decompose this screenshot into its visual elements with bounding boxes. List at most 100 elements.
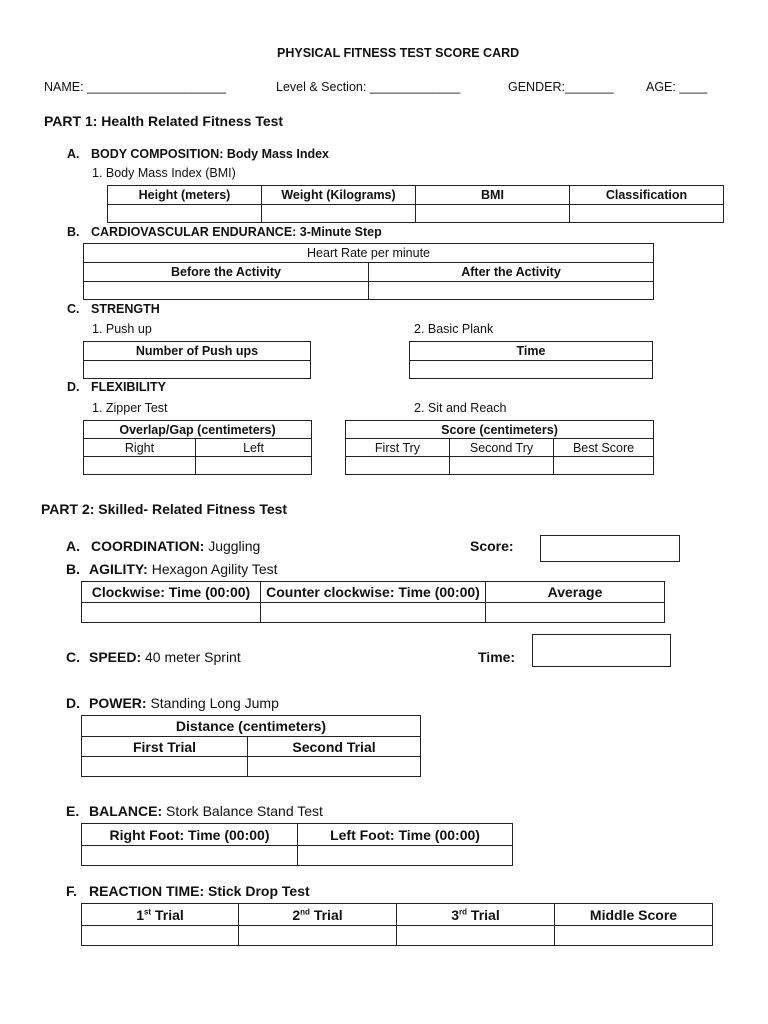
- bmi-col-height: Height (meters): [107, 185, 262, 205]
- zipper-right-cell[interactable]: [83, 456, 196, 475]
- plank-cell[interactable]: [409, 360, 653, 379]
- power-col-first: First Trial: [81, 736, 248, 757]
- heart-rate-title: Heart Rate per minute: [82, 243, 655, 263]
- heart-rate-before-cell[interactable]: [83, 281, 369, 300]
- sit-reach-second-cell[interactable]: [449, 456, 554, 475]
- balance-heading: BALANCE: Stork Balance Stand Test: [89, 803, 323, 819]
- balance-left-cell[interactable]: [297, 845, 513, 866]
- agility-counter-cell[interactable]: [260, 602, 486, 623]
- part1-title: PART 1: Health Related Fitness Test: [44, 113, 284, 129]
- name-label: NAME: ____________________: [44, 80, 227, 94]
- balance-col-right: Right Foot: Time (00:00): [81, 823, 298, 846]
- pushup-subheading: 1. Push up: [92, 322, 152, 336]
- sit-reach-first-cell[interactable]: [345, 456, 450, 475]
- agility-table: Clockwise: Time (00:00) Counter clockwis…: [81, 581, 665, 623]
- pushup-col: Number of Push ups: [83, 341, 311, 361]
- sit-reach-subheading: 2. Sit and Reach: [414, 401, 507, 415]
- power-second-cell[interactable]: [246, 756, 422, 777]
- bmi-col-weight: Weight (Kilograms): [261, 185, 416, 205]
- reaction-table: 1st Trial 2nd Trial 3rd Trial Middle Sco…: [81, 903, 713, 946]
- plank-table: Time: [409, 341, 653, 379]
- zipper-col-left: Left: [195, 438, 312, 457]
- pushup-cell[interactable]: [83, 360, 311, 379]
- reaction-second-cell[interactable]: [238, 925, 397, 946]
- reaction-third-cell[interactable]: [396, 925, 555, 946]
- heart-rate-col-before: Before the Activity: [83, 262, 369, 282]
- plank-col: Time: [409, 341, 653, 361]
- zipper-subheading: 1. Zipper Test: [92, 401, 168, 415]
- reaction-first-cell[interactable]: [81, 925, 239, 946]
- sit-reach-title: Score (centimeters): [344, 420, 655, 439]
- cardio-heading: CARDIOVASCULAR ENDURANCE: 3-Minute Step: [91, 225, 382, 239]
- balance-right-cell[interactable]: [81, 845, 298, 866]
- bmi-col-classification: Classification: [569, 185, 724, 205]
- gender-blank[interactable]: _______: [564, 80, 614, 94]
- speed-time-box[interactable]: [532, 634, 671, 667]
- bmi-subheading: 1. Body Mass Index (BMI): [92, 166, 236, 180]
- agility-col-counter: Counter clockwise: Time (00:00): [260, 581, 486, 603]
- reaction-col-third: 3rd Trial: [396, 903, 555, 926]
- balance-col-left: Left Foot: Time (00:00): [297, 823, 513, 846]
- sit-reach-col-second: Second Try: [449, 438, 554, 457]
- zipper-table: Overlap/Gap (centimeters) Right Left: [83, 420, 312, 475]
- bmi-classification-cell[interactable]: [569, 204, 724, 223]
- level-section-blank[interactable]: _____________: [369, 80, 461, 94]
- balance-table: Right Foot: Time (00:00) Left Foot: Time…: [81, 823, 513, 866]
- speed-time-label: Time:: [478, 649, 516, 665]
- agility-col-clockwise: Clockwise: Time (00:00): [81, 581, 261, 603]
- part2-title: PART 2: Skilled- Related Fitness Test: [41, 501, 288, 517]
- reaction-col-middle: Middle Score: [554, 903, 713, 926]
- part2-e-letter: E.: [66, 803, 80, 819]
- flexibility-heading: FLEXIBILITY: [91, 380, 166, 394]
- zipper-title: Overlap/Gap (centimeters): [83, 420, 312, 439]
- pushup-table: Number of Push ups: [83, 341, 311, 379]
- part1-a-letter: A.: [67, 147, 80, 161]
- level-section-label: Level & Section: _____________: [276, 80, 461, 94]
- zipper-col-right: Right: [83, 438, 196, 457]
- speed-heading: SPEED: 40 meter Sprint: [89, 649, 241, 665]
- reaction-col-second: 2nd Trial: [238, 903, 397, 926]
- power-first-cell[interactable]: [81, 756, 248, 777]
- part2-f-letter: F.: [66, 883, 77, 899]
- agility-average-cell[interactable]: [485, 602, 665, 623]
- bmi-value-cell[interactable]: [415, 204, 570, 223]
- plank-subheading: 2. Basic Plank: [414, 322, 494, 336]
- part1-b-letter: B.: [67, 225, 80, 239]
- coordination-heading: COORDINATION: Juggling: [91, 538, 261, 554]
- age-blank[interactable]: ____: [679, 80, 708, 94]
- page-title: PHYSICAL FITNESS TEST SCORE CARD: [277, 46, 520, 60]
- gender-label: GENDER:_______: [508, 80, 614, 94]
- agility-col-average: Average: [485, 581, 665, 603]
- power-col-second: Second Trial: [246, 736, 422, 757]
- agility-clockwise-cell[interactable]: [81, 602, 261, 623]
- part2-d-letter: D.: [66, 695, 80, 711]
- heart-rate-col-after: After the Activity: [367, 262, 655, 282]
- sit-reach-col-first: First Try: [345, 438, 450, 457]
- sit-reach-table: Score (centimeters) First Try Second Try…: [344, 420, 655, 475]
- reaction-col-first: 1st Trial: [81, 903, 239, 926]
- power-title: Distance (centimeters): [80, 715, 422, 737]
- heart-rate-after-cell[interactable]: [367, 281, 655, 300]
- strength-heading: STRENGTH: [91, 302, 160, 316]
- zipper-left-cell[interactable]: [195, 456, 312, 475]
- power-table: Distance (centimeters) First Trial Secon…: [80, 715, 422, 777]
- bmi-table: Height (meters) Weight (Kilograms) BMI C…: [107, 185, 724, 223]
- sit-reach-best-cell[interactable]: [552, 456, 655, 475]
- coordination-score-box[interactable]: [540, 535, 680, 562]
- part2-a-letter: A.: [66, 538, 80, 554]
- power-heading: POWER: Standing Long Jump: [89, 695, 279, 711]
- coordination-score-label: Score:: [470, 538, 514, 554]
- age-label: AGE: ____: [646, 80, 708, 94]
- bmi-height-cell[interactable]: [107, 204, 262, 223]
- reaction-heading: REACTION TIME: Stick Drop Test: [89, 883, 310, 899]
- body-composition-heading: BODY COMPOSITION: Body Mass Index: [91, 147, 330, 161]
- sit-reach-col-best: Best Score: [552, 438, 655, 457]
- reaction-middle-cell[interactable]: [554, 925, 713, 946]
- part2-c-letter: C.: [66, 649, 80, 665]
- part2-b-letter: B.: [66, 561, 80, 577]
- part1-d-letter: D.: [67, 380, 80, 394]
- heart-rate-table: Heart Rate per minute Before the Activit…: [82, 243, 655, 300]
- bmi-weight-cell[interactable]: [261, 204, 416, 223]
- name-blank[interactable]: ____________________: [87, 80, 227, 94]
- part1-c-letter: C.: [67, 302, 80, 316]
